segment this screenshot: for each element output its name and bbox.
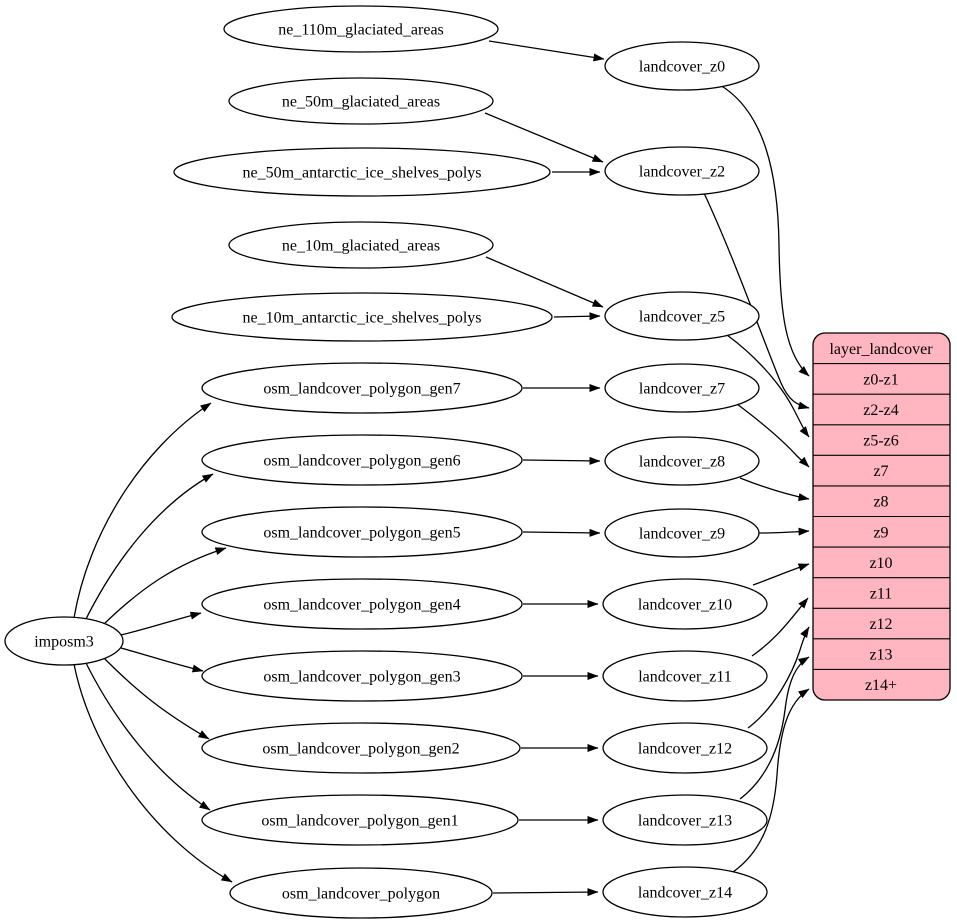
edge-imposm3--osm_landcover_polygon_gen7 [73, 402, 212, 619]
edge-imposm3--osm_landcover_polygon_gen4 [120, 611, 202, 636]
node-label: landcover_z12 [638, 741, 732, 758]
node-osm_landcover_polygon_gen2: osm_landcover_polygon_gen2 [201, 722, 521, 774]
node-label: ne_50m_glaciated_areas [282, 94, 440, 111]
edge-imposm3--osm_landcover_polygon_gen2 [98, 652, 210, 740]
node-label: landcover_z2 [639, 164, 725, 181]
edge-landcover_z12--row-z12 [747, 626, 810, 729]
node-label: osm_landcover_polygon_gen3 [263, 669, 460, 686]
node-osm_landcover_polygon_gen5: osm_landcover_polygon_gen5 [201, 506, 523, 558]
node-label: landcover_z11 [638, 669, 732, 686]
table-row-z5-z6: z5-z6 [863, 433, 899, 450]
edge-osm_landcover_polygon_gen6--landcover_z8 [522, 456, 601, 465]
node-landcover_z13: landcover_z13 [602, 794, 768, 846]
node-osm_landcover_polygon_gen4: osm_landcover_polygon_gen4 [201, 578, 523, 630]
table-row-z8: z8 [873, 494, 888, 511]
node-landcover_z12: landcover_z12 [602, 722, 768, 774]
node-label: ne_110m_glaciated_areas [278, 22, 444, 39]
edge-landcover_z13--row-z13 [739, 656, 810, 800]
node-label: osm_landcover_polygon_gen7 [263, 381, 460, 398]
edge-imposm3--osm_landcover_polygon_gen1 [83, 658, 211, 811]
node-ne_110m_glaciated_areas: ne_110m_glaciated_areas [223, 5, 499, 53]
edge-landcover_z8--row-z8 [739, 477, 810, 501]
table-row-z0-z1: z0-z1 [863, 371, 899, 388]
node-osm_landcover_polygon_gen1: osm_landcover_polygon_gen1 [201, 794, 519, 846]
table-row-z7: z7 [873, 463, 888, 480]
table-row-z10: z10 [869, 555, 892, 572]
edge-landcover_z2--row-z2-z4 [703, 192, 810, 410]
table-title: layer_landcover [829, 341, 933, 358]
node-landcover_z7: landcover_z7 [604, 363, 760, 413]
node-landcover_z5: landcover_z5 [604, 291, 760, 341]
node-label: landcover_z13 [638, 813, 732, 830]
node-label: landcover_z8 [639, 454, 725, 471]
node-label: osm_landcover_polygon_gen5 [263, 525, 460, 542]
edge-landcover_z14--row-z14plus [732, 688, 810, 873]
node-label: ne_50m_antarctic_ice_shelves_polys [242, 165, 481, 182]
edge-imposm3--osm_landcover_polygon_gen5 [98, 547, 227, 630]
edge-imposm3--osm_landcover_polygon_gen6 [83, 473, 214, 624]
node-label: landcover_z9 [639, 526, 725, 543]
node-landcover_z11: landcover_z11 [602, 650, 768, 702]
table-row-z2-z4: z2-z4 [863, 402, 899, 419]
node-landcover_z9: landcover_z9 [604, 508, 760, 558]
node-landcover_z14: landcover_z14 [602, 866, 768, 918]
node-label: landcover_z10 [638, 597, 732, 614]
node-label: osm_landcover_polygon_gen4 [263, 597, 460, 614]
node-ne_10m_glaciated_areas: ne_10m_glaciated_areas [228, 221, 494, 269]
node-landcover_z10: landcover_z10 [602, 578, 768, 630]
layer-landcover-table: layer_landcover z0-z1 z2-z4 z5-z6 z7 z8 … [812, 332, 951, 701]
edge-landcover_z7--row-z7 [736, 403, 810, 468]
edges-layer [73, 40, 810, 897]
edge-imposm3--osm_landcover_polygon [73, 663, 233, 883]
table-row-z12: z12 [869, 616, 892, 633]
node-osm_landcover_polygon_gen7: osm_landcover_polygon_gen7 [201, 362, 523, 414]
node-landcover_z2: landcover_z2 [604, 146, 760, 196]
node-ne_10m_antarctic_ice_shelves_polys: ne_10m_antarctic_ice_shelves_polys [171, 292, 553, 342]
node-osm_landcover_polygon_gen3: osm_landcover_polygon_gen3 [201, 650, 523, 702]
table-row-z11: z11 [870, 586, 893, 603]
node-osm_landcover_polygon: osm_landcover_polygon [229, 867, 493, 919]
edge-landcover_z0--row-z0-z1 [719, 84, 810, 377]
node-imposm3: imposm3 [4, 616, 124, 666]
edge-ne_10m_glaciated_areas--landcover_z5 [485, 256, 604, 308]
node-osm_landcover_polygon_gen6: osm_landcover_polygon_gen6 [201, 434, 523, 486]
table-row-z13: z13 [869, 647, 892, 664]
edge-landcover_z9--row-z9 [758, 527, 810, 536]
node-label: imposm3 [34, 634, 94, 651]
node-label: osm_landcover_polygon [282, 886, 440, 903]
edge-osm_landcover_polygon--landcover_z14 [492, 888, 599, 897]
node-ne_50m_antarctic_ice_shelves_polys: ne_50m_antarctic_ice_shelves_polys [173, 147, 551, 197]
edge-landcover_z5--row-z5-z6 [726, 334, 810, 438]
node-label: osm_landcover_polygon_gen6 [263, 453, 460, 470]
node-label: landcover_z14 [638, 885, 732, 902]
node-label: landcover_z5 [639, 309, 725, 326]
edge-ne_110m_glaciated_areas--landcover_z0 [488, 40, 605, 62]
table-row-z14plus: z14+ [865, 677, 897, 694]
node-label: osm_landcover_polygon_gen2 [262, 741, 459, 758]
edge-imposm3--osm_landcover_polygon_gen3 [120, 647, 204, 673]
edge-ne_10m_antarctic_ice_shelves_polys--landcover_z5 [553, 312, 601, 321]
node-label: ne_10m_antarctic_ice_shelves_polys [242, 310, 481, 327]
node-label: ne_10m_glaciated_areas [282, 238, 440, 255]
edge-landcover_z11--row-z11 [751, 597, 809, 657]
node-label: landcover_z0 [639, 59, 725, 76]
edge-ne_50m_glaciated_areas--landcover_z2 [484, 112, 604, 163]
node-label: landcover_z7 [639, 381, 725, 398]
node-landcover_z8: landcover_z8 [604, 436, 760, 486]
node-ne_50m_glaciated_areas: ne_50m_glaciated_areas [228, 77, 494, 125]
node-label: osm_landcover_polygon_gen1 [261, 813, 458, 830]
edge-osm_landcover_polygon_gen5--landcover_z9 [522, 528, 601, 537]
table-row-z9: z9 [873, 524, 888, 541]
edge-landcover_z10--row-z10 [752, 563, 810, 586]
node-landcover_z0: landcover_z0 [604, 41, 760, 91]
